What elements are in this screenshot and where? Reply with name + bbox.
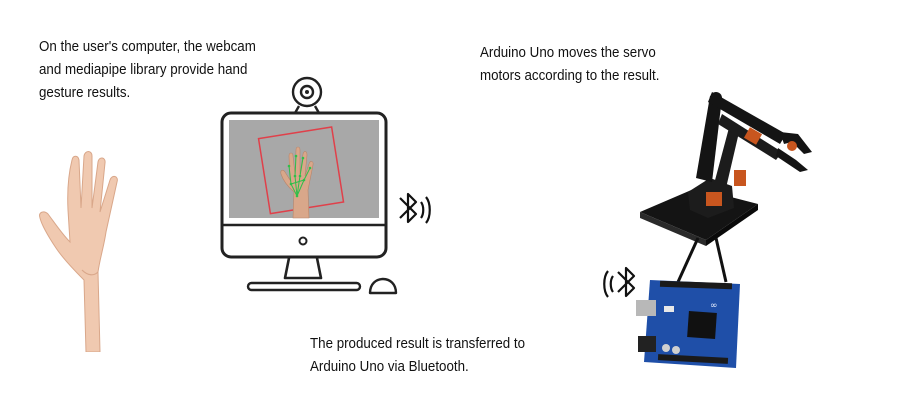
connection-wires: [676, 237, 728, 283]
arduino-caption-line-1: Arduino Uno moves the servo: [480, 45, 656, 61]
bluetooth-signal-icon: [399, 192, 431, 224]
arduino-caption-line-2: motors according to the result.: [480, 68, 660, 84]
hand-illustration: [39, 151, 118, 352]
computer-caption-line-3: gesture results.: [39, 85, 131, 101]
robot-arm-illustration: [640, 92, 812, 246]
svg-text:∞: ∞: [710, 301, 718, 311]
bluetooth-caption-line-1: The produced result is transferred to: [310, 336, 526, 352]
computer-caption: On the user's computer, the webcam and m…: [39, 36, 256, 105]
computer-caption-line-2: and mediapipe library provide hand: [39, 62, 248, 78]
mouse-icon: [368, 277, 398, 295]
computer-monitor: [220, 111, 388, 292]
arduino-uno-board: ∞: [636, 280, 740, 368]
computer-caption-line-1: On the user's computer, the webcam: [39, 39, 256, 55]
bluetooth-caption-line-2: Arduino Uno via Bluetooth.: [310, 359, 469, 375]
bluetooth-signal-icon-arduino: [603, 266, 636, 298]
screen-hand: [280, 146, 314, 219]
arduino-caption: Arduino Uno moves the servo motors accor…: [480, 42, 659, 88]
bluetooth-caption: The produced result is transferred to Ar…: [310, 333, 525, 379]
webcam-icon: [291, 76, 323, 115]
